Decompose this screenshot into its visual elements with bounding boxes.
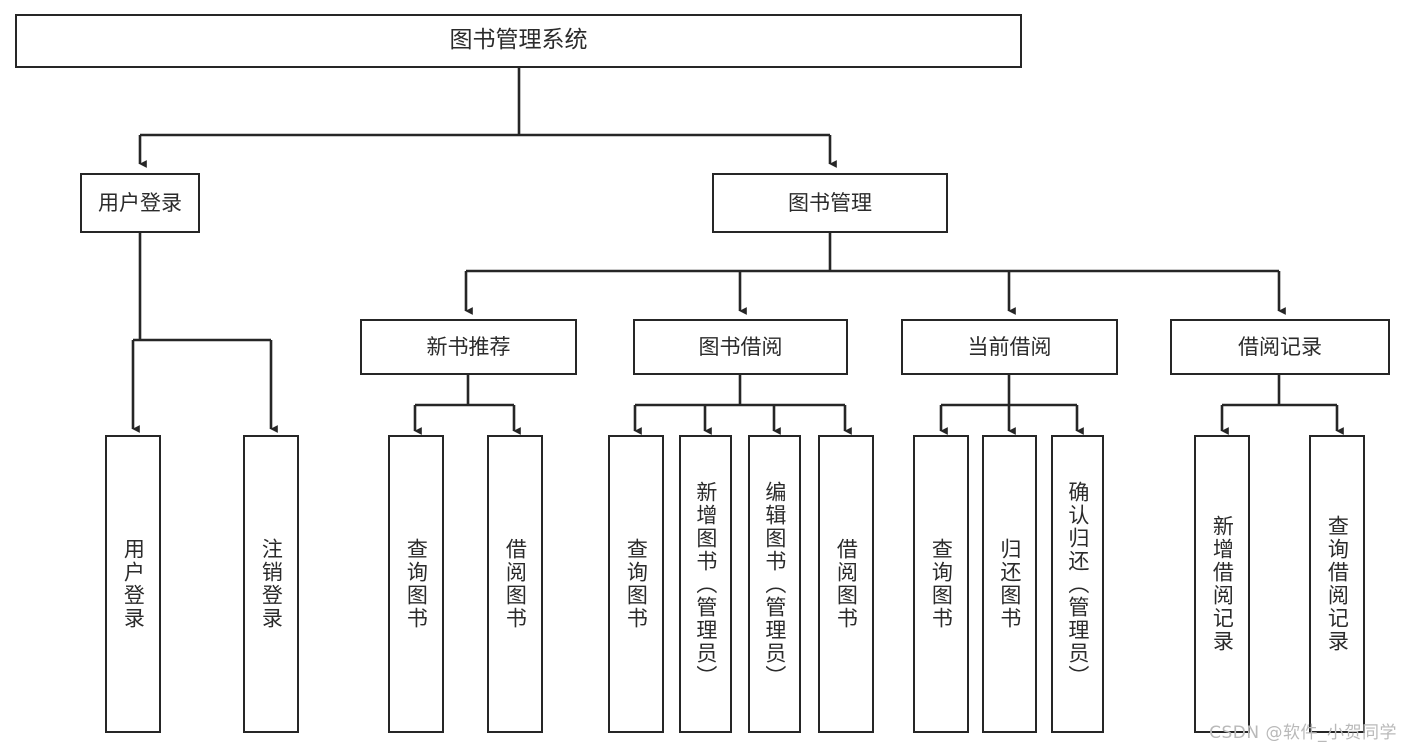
node-borrow-record[interactable]: 借阅记录 <box>1170 319 1390 375</box>
node-leaf-query-borrow-record[interactable]: 查询借阅记录 <box>1309 435 1365 733</box>
node-label: 用户登录 <box>98 190 182 215</box>
node-label: 查询图书 <box>404 538 429 630</box>
node-label: 借阅记录 <box>1238 334 1322 359</box>
node-leaf-borrow-book-recommend[interactable]: 借阅图书 <box>487 435 543 733</box>
node-leaf-confirm-return-admin[interactable]: 确认归还（管理员） <box>1051 435 1104 733</box>
node-leaf-add-book-admin[interactable]: 新增图书（管理员） <box>679 435 732 733</box>
csdn-watermark: CSDN @软件_小贺同学 <box>1209 723 1397 743</box>
node-root-book-management-system[interactable]: 图书管理系统 <box>15 14 1022 68</box>
node-label: 编辑图书（管理员） <box>762 480 787 688</box>
node-leaf-return-book[interactable]: 归还图书 <box>982 435 1037 733</box>
node-leaf-borrow-book-borrow[interactable]: 借阅图书 <box>818 435 874 733</box>
node-leaf-query-book-borrow[interactable]: 查询图书 <box>608 435 664 733</box>
node-user-login[interactable]: 用户登录 <box>80 173 200 233</box>
node-label: 用户登录 <box>121 538 146 630</box>
node-label: 注销登录 <box>259 538 284 630</box>
node-label: 确认归还（管理员） <box>1065 480 1090 688</box>
node-label: 查询借阅记录 <box>1325 515 1350 653</box>
node-current-borrow[interactable]: 当前借阅 <box>901 319 1118 375</box>
node-label: 借阅图书 <box>503 538 528 630</box>
node-new-book-recommend[interactable]: 新书推荐 <box>360 319 577 375</box>
node-leaf-logout[interactable]: 注销登录 <box>243 435 299 733</box>
node-leaf-query-book-recommend[interactable]: 查询图书 <box>388 435 444 733</box>
node-leaf-user-login[interactable]: 用户登录 <box>105 435 161 733</box>
node-label: 新增图书（管理员） <box>693 480 718 688</box>
node-label: 当前借阅 <box>967 334 1052 359</box>
node-label: 查询图书 <box>929 538 954 630</box>
node-label: 图书管理系统 <box>449 27 588 54</box>
node-leaf-add-borrow-record[interactable]: 新增借阅记录 <box>1194 435 1250 733</box>
node-label: 新书推荐 <box>426 334 511 359</box>
node-label: 图书借阅 <box>698 334 783 359</box>
node-leaf-query-book-current[interactable]: 查询图书 <box>913 435 969 733</box>
node-leaf-edit-book-admin[interactable]: 编辑图书（管理员） <box>748 435 801 733</box>
node-label: 图书管理 <box>788 190 872 215</box>
node-book-management[interactable]: 图书管理 <box>712 173 948 233</box>
node-book-borrow[interactable]: 图书借阅 <box>633 319 848 375</box>
node-label: 归还图书 <box>997 538 1022 630</box>
node-label: 借阅图书 <box>834 538 859 630</box>
node-label: 查询图书 <box>624 538 649 630</box>
node-label: 新增借阅记录 <box>1210 515 1235 653</box>
